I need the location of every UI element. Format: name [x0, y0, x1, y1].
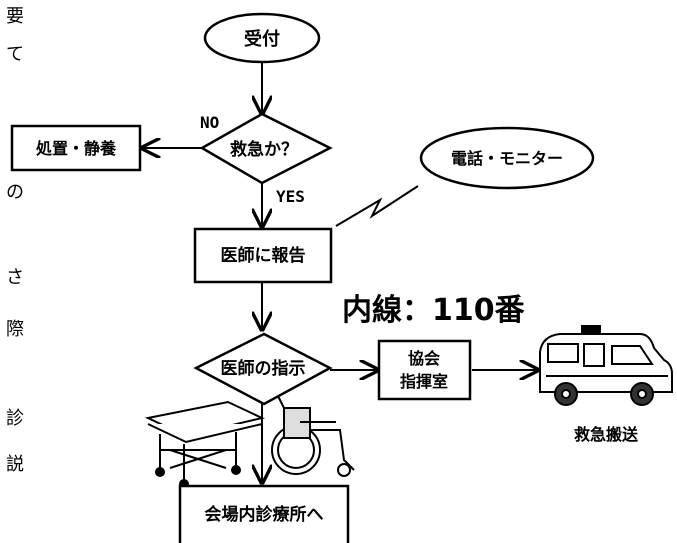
node-ishi-shiji-label: 医師の指示	[221, 358, 306, 379]
node-kyokai-label-2: 指揮室	[400, 372, 448, 391]
wheelchair-icon	[271, 395, 355, 477]
kyukyu-hanso-label: 救急搬送	[574, 425, 639, 444]
margin-char: 説	[6, 454, 24, 475]
node-kaijo-label: 会場内診療所へ	[205, 504, 324, 525]
node-uketsuke-label: 受付	[244, 28, 280, 50]
naisen-label: 内線：110番	[342, 293, 526, 328]
margin-char: て	[6, 44, 24, 65]
node-shochi	[10, 124, 142, 172]
margin-char: の	[6, 182, 24, 203]
margin-char: 要	[6, 6, 24, 27]
node-ishi-hokoku-label: 医師に報告	[221, 245, 306, 266]
edge-label-no: NO	[200, 113, 219, 132]
node-kyokai	[377, 339, 472, 401]
node-ishi-shiji	[193, 332, 333, 406]
node-kyukyuka	[199, 112, 333, 185]
edge-label-yes: YES	[276, 187, 305, 206]
margin-char: 診	[6, 408, 24, 429]
node-uketsuke	[203, 12, 321, 64]
node-kaijo	[178, 484, 350, 543]
margin-char: さ	[6, 267, 24, 288]
stretcher-icon	[144, 400, 266, 489]
margin-char: 際	[6, 319, 24, 340]
ambulance-icon	[539, 325, 673, 406]
node-kyokai-label-1: 協会	[408, 349, 440, 368]
node-denwa-label: 電話・モニター	[451, 149, 563, 168]
node-shochi-label: 処置・静養	[36, 139, 116, 158]
zigzag-line	[335, 185, 419, 227]
margin-text: 要 て の さ 際 診 説	[6, 6, 24, 475]
node-denwa	[419, 126, 595, 190]
node-kyukyuka-label: 救急か？	[230, 139, 298, 160]
node-ishi-hokoku	[193, 227, 333, 284]
